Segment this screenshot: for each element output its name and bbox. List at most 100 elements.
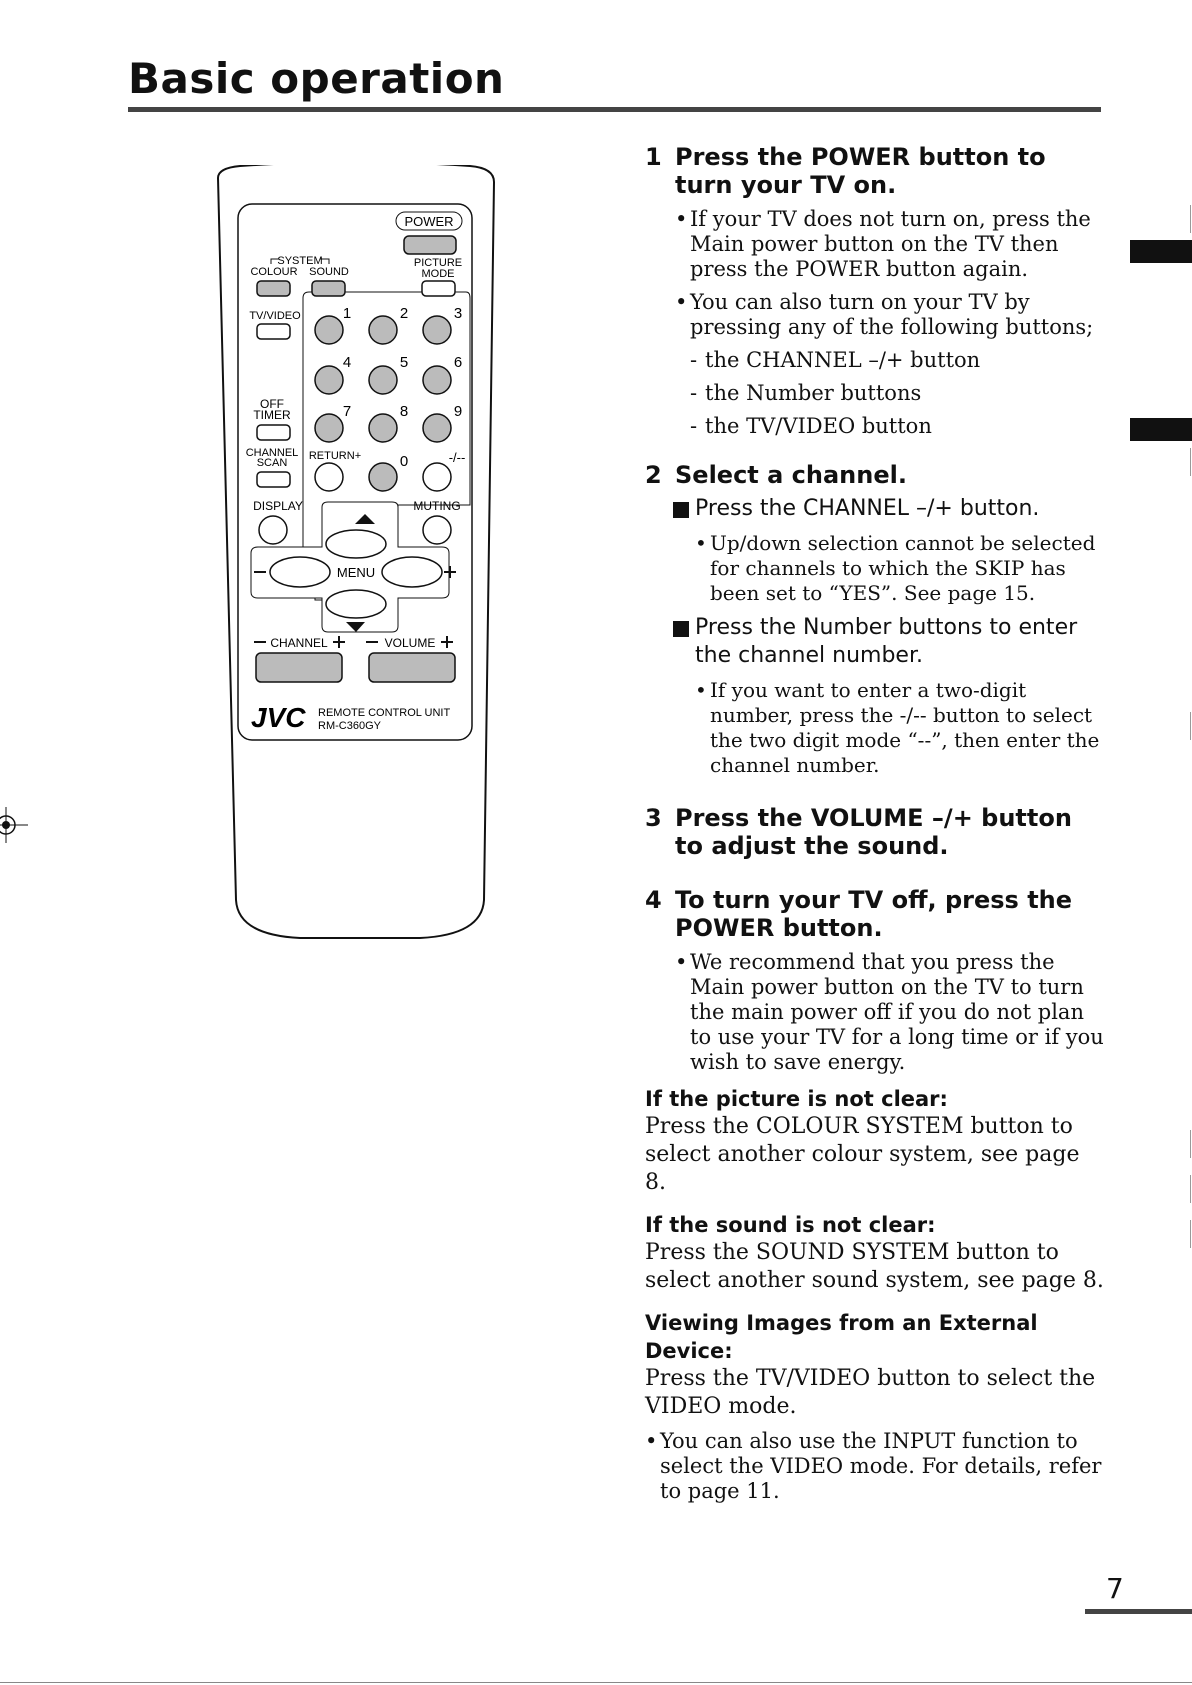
num-label-9: 9 bbox=[454, 403, 462, 420]
step-2-sub-1-text: Press the CHANNEL –/+ button. bbox=[695, 496, 1040, 521]
down-arrow-icon bbox=[346, 622, 365, 632]
volume-label: VOLUME bbox=[385, 636, 436, 650]
instructions: 1 Press the POWER button to turn your TV … bbox=[645, 143, 1105, 1512]
num-button-2 bbox=[368, 315, 398, 345]
num-label-4: 4 bbox=[343, 354, 351, 371]
note-external-bullets: You can also use the INPUT function to s… bbox=[645, 1429, 1105, 1504]
num-label-2: 2 bbox=[400, 305, 408, 322]
display-button bbox=[258, 515, 288, 545]
title-rule bbox=[128, 107, 1101, 112]
remote-control-illustration: POWER SYSTEM COLOUR SOUND PICTURE MODE T… bbox=[216, 165, 496, 939]
step-1-bullets: If your TV does not turn on, press the M… bbox=[675, 207, 1105, 340]
step-1-bullet-1: If your TV does not turn on, press the M… bbox=[675, 207, 1105, 282]
step-1-title: Press the POWER button to turn your TV o… bbox=[675, 143, 1046, 199]
index-tab-1 bbox=[1130, 240, 1192, 263]
margin-line bbox=[1190, 1220, 1191, 1248]
power-button bbox=[403, 235, 457, 255]
note-sound-text: Press the SOUND SYSTEM button to select … bbox=[645, 1240, 1104, 1293]
margin-line bbox=[1190, 205, 1191, 233]
step-1-bullet-2: You can also turn on your TV by pressing… bbox=[675, 290, 1105, 340]
num-button-7 bbox=[314, 413, 344, 443]
colour-label: COLOUR bbox=[250, 266, 297, 278]
remote-panel bbox=[237, 203, 473, 741]
unit-label: REMOTE CONTROL UNIT bbox=[318, 707, 450, 719]
margin-line bbox=[1190, 1130, 1191, 1158]
step-2-sub-2-bullet: If you want to enter a two-digit number,… bbox=[695, 678, 1105, 778]
num-label-1: 1 bbox=[343, 305, 351, 322]
square-bullet-icon bbox=[673, 502, 689, 518]
margin-line bbox=[1190, 712, 1191, 740]
menu-label: MENU bbox=[337, 565, 375, 580]
page-number-rule bbox=[1085, 1609, 1192, 1614]
note-picture-text: Press the COLOUR SYSTEM button to select… bbox=[645, 1114, 1080, 1195]
num-label-7: 7 bbox=[343, 403, 351, 420]
plus-icon bbox=[444, 566, 456, 578]
channel-scan-label-1: CHANNEL bbox=[246, 447, 299, 459]
note-external-bullet: You can also use the INPUT function to s… bbox=[645, 1429, 1105, 1504]
channel-scan-button bbox=[256, 471, 291, 488]
right-button bbox=[381, 556, 443, 588]
margin-line bbox=[1190, 1175, 1191, 1203]
num-button-6 bbox=[422, 365, 452, 395]
step-4-bullets: We recommend that you press the Main pow… bbox=[675, 950, 1105, 1075]
num-label-8: 8 bbox=[400, 403, 408, 420]
up-button bbox=[325, 529, 387, 559]
zero-label: 0 bbox=[400, 453, 408, 470]
index-tab-2 bbox=[1130, 418, 1192, 441]
model-label: RM-C360GY bbox=[318, 720, 382, 732]
page-number: 7 bbox=[1106, 1572, 1124, 1605]
step-4-bullet-1: We recommend that you press the Main pow… bbox=[675, 950, 1105, 1075]
channel-scan-label-2: SCAN bbox=[257, 457, 288, 469]
registration-mark-icon bbox=[0, 807, 28, 843]
num-label-5: 5 bbox=[400, 354, 408, 371]
num-button-5 bbox=[368, 365, 398, 395]
num-label-3: 3 bbox=[454, 305, 462, 322]
channel-button bbox=[255, 652, 343, 683]
step-2-sub-2: Press the Number buttons to enter the ch… bbox=[673, 614, 1105, 670]
timer-label: TIMER bbox=[253, 408, 291, 422]
power-label: POWER bbox=[404, 214, 453, 229]
menu-cross-frame bbox=[250, 501, 450, 633]
step-1-option-1: the CHANNEL –/+ button bbox=[690, 348, 1105, 373]
bottom-rule bbox=[0, 1682, 1192, 1683]
mode-label: MODE bbox=[422, 268, 455, 280]
up-arrow-icon bbox=[355, 514, 375, 524]
step-1-option-2: the Number buttons bbox=[690, 381, 1105, 406]
return-label: RETURN+ bbox=[309, 450, 361, 462]
step-2-sub-2-bullets: If you want to enter a two-digit number,… bbox=[695, 678, 1105, 778]
picture-label: PICTURE bbox=[414, 257, 462, 269]
power-label-frame bbox=[395, 211, 463, 231]
note-picture-heading: If the picture is not clear: bbox=[645, 1087, 948, 1111]
tv-video-label: TV/VIDEO bbox=[249, 310, 301, 322]
digit-label: -/-- bbox=[449, 450, 466, 465]
step-1: 1 Press the POWER button to turn your TV … bbox=[645, 143, 1105, 199]
display-label: DISPLAY bbox=[253, 499, 303, 513]
muting-button bbox=[422, 515, 452, 545]
jvc-logo: JVC bbox=[251, 702, 306, 733]
sound-system-button bbox=[311, 280, 346, 297]
volume-button bbox=[368, 652, 456, 683]
step-4-title: To turn your TV off, press the POWER but… bbox=[675, 886, 1073, 942]
num-button-0 bbox=[368, 462, 398, 492]
return-button bbox=[314, 462, 344, 492]
note-sound-heading: If the sound is not clear: bbox=[645, 1213, 936, 1237]
square-bullet-icon bbox=[673, 621, 689, 637]
step-2-title: Select a channel. bbox=[675, 461, 907, 489]
step-1-number: 1 bbox=[645, 143, 662, 171]
muting-label: MUTING bbox=[413, 499, 460, 513]
step-3-title: Press the VOLUME –/+ button to adjust th… bbox=[675, 804, 1072, 860]
digit-button bbox=[422, 462, 452, 492]
num-button-9 bbox=[422, 413, 452, 443]
note-external-text: Press the TV/VIDEO button to select the … bbox=[645, 1366, 1096, 1419]
step-1-option-3: the TV/VIDEO button bbox=[690, 414, 1105, 439]
step-2-sub-2-text: Press the Number buttons to enter the ch… bbox=[695, 615, 1078, 668]
system-label: SYSTEM bbox=[277, 255, 322, 267]
off-label: OFF bbox=[260, 397, 284, 411]
tv-video-button bbox=[256, 323, 291, 340]
colour-system-button bbox=[256, 280, 291, 297]
step-2-sub-1-bullet: Up/down selection cannot be selected for… bbox=[695, 531, 1105, 606]
left-button bbox=[269, 556, 331, 588]
